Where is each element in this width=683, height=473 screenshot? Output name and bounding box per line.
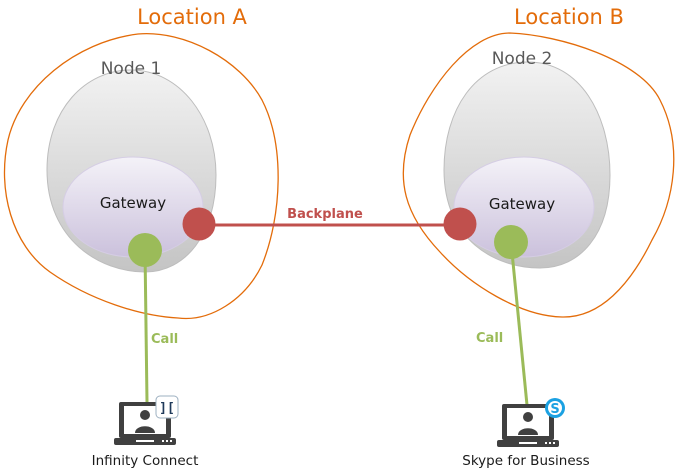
location-a: Location A Node 1 Gateway: [3, 5, 279, 320]
location-b-boundary: [402, 32, 675, 318]
skype-logo-icon: S: [545, 398, 565, 418]
client-infinity-connect-label: Infinity Connect: [92, 453, 199, 469]
location-b-title: Location B: [514, 5, 624, 29]
call-a-label: Call: [151, 332, 178, 347]
backplane-endpoint-a: [182, 207, 216, 241]
svg-text:S: S: [550, 402, 559, 417]
call-endpoint-a: [128, 233, 162, 267]
call-b-label: Call: [476, 331, 503, 346]
location-b: Location B Node 2 Gateway: [402, 5, 675, 318]
client-skype-for-business: S Skype for Business: [462, 398, 590, 469]
client-infinity-connect: ][ Infinity Connect: [92, 395, 199, 469]
gateway-1-label: Gateway: [100, 194, 166, 212]
backplane-link: Backplane: [182, 207, 477, 241]
node-2-title: Node 2: [492, 49, 553, 69]
svg-text:][: ][: [159, 401, 175, 416]
client-skype-for-business-label: Skype for Business: [462, 453, 589, 469]
location-a-boundary: [3, 33, 279, 320]
infinity-connect-badge-icon: ][: [155, 395, 179, 419]
call-line-b: [509, 241, 529, 406]
call-line-a: [143, 249, 149, 403]
call-link-a: Call: [128, 233, 178, 403]
call-link-b: Call: [476, 225, 529, 406]
laptop-user-icon: [497, 404, 559, 447]
location-a-title: Location A: [137, 5, 247, 29]
gateway-2-shape: [453, 156, 595, 258]
node-2: Node 2 Gateway: [443, 49, 611, 269]
node-1-title: Node 1: [101, 59, 162, 79]
gateway-2-label: Gateway: [489, 195, 555, 213]
backplane-label: Backplane: [287, 207, 363, 222]
node-1: Node 1 Gateway: [46, 59, 217, 273]
call-endpoint-b: [494, 225, 528, 259]
backplane-endpoint-b: [443, 207, 477, 241]
